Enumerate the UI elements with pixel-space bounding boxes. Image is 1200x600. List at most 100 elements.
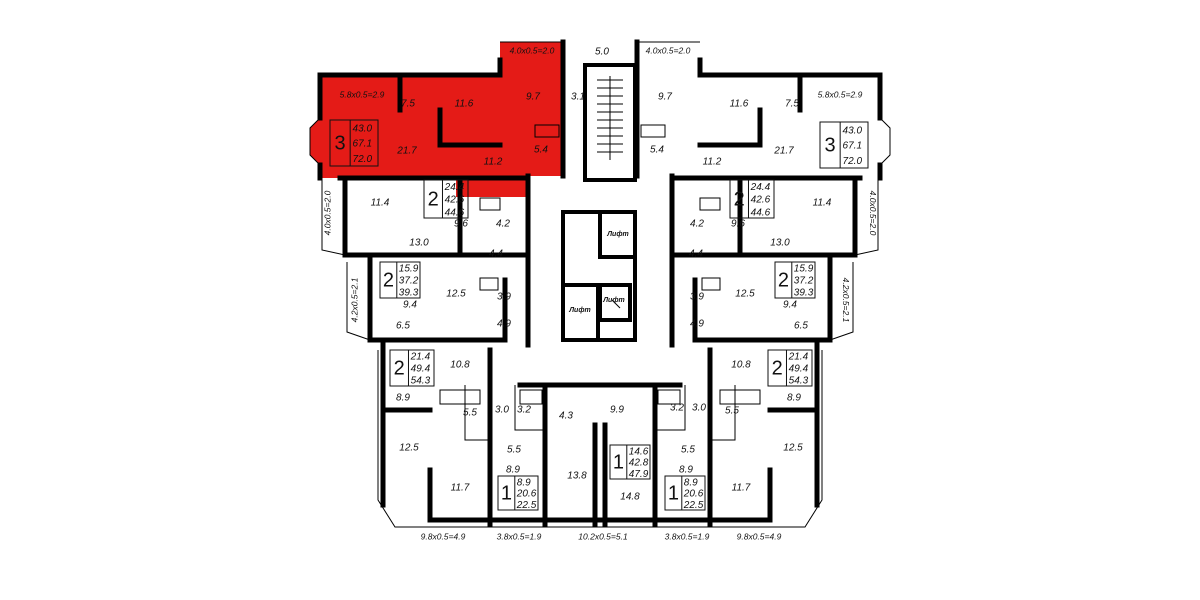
room-area-label: 12.5 [446,289,466,300]
apartment-cards: 343.067.172.0343.067.172.0224.442.644.62… [329,119,869,511]
room-area-label: 3.9 [690,292,704,303]
room-area-label: 8.9 [787,393,801,404]
area-full: 22.5 [516,500,537,511]
room-area-label: 4.2x0.5=2.1 [841,278,851,323]
area-full: 44.6 [445,207,465,218]
room-area-label: 4.9 [497,319,511,330]
room-count: 1 [613,451,624,473]
area-living: 15.9 [399,264,419,275]
area-living: 21.4 [410,352,431,363]
lift-label: Лифт [602,297,625,304]
room-count: 2 [394,357,405,379]
room-area-label: 9.8x0.5=4.9 [421,531,466,541]
room-count: 3 [335,132,346,154]
room-area-label: 5.4 [534,145,548,156]
area-total: 49.4 [411,364,431,375]
room-area-label: 3.1 [571,92,585,103]
area-living: 15.9 [794,264,814,275]
room-area-label: 4.2x0.5=2.1 [349,277,359,322]
apartment-card[interactable]: 2 21.449.454.3 [767,349,813,387]
room-area-label: 3.9 [497,292,511,303]
room-area-label: 4.4 [489,249,503,260]
room-area-label: 3.2 [670,403,684,414]
room-area-label: 4.4 [689,249,703,260]
room-count: 3 [825,134,836,156]
room-area-label: 4.2 [690,219,704,230]
room-area-label: 14.8 [620,492,640,503]
room-area-label: 10.8 [450,360,470,371]
area-total: 20.6 [683,489,704,500]
apartment-card[interactable]: 2 21.449.454.3 [389,349,435,387]
highlighted-apartment[interactable] [310,42,563,197]
area-full: 72.0 [353,154,373,165]
apartment-card[interactable]: 215.937.239.3 [774,261,816,299]
room-count: 1 [501,482,512,504]
room-area-label: 4.2 [496,219,510,230]
room-area-label: 4.0x0.5=2.0 [646,45,691,55]
area-living: 43.0 [843,125,863,136]
room-count: 1 [668,482,679,504]
area-full: 54.3 [411,376,431,387]
room-area-label: 10.2x0.5=5.1 [578,531,628,541]
room-count: 2 [383,269,394,291]
room-count: 2 [428,188,439,210]
apartment-card[interactable]: 343.067.172.0 [819,121,869,169]
area-total: 49.4 [789,364,809,375]
room-area-label: 9.4 [403,300,417,311]
room-area-label: 5.5 [507,445,521,456]
stair-core [561,63,637,342]
room-area-label: 5.5 [681,445,695,456]
area-total: 42.8 [629,458,649,469]
room-area-label: 9.8x0.5=4.9 [737,531,782,541]
room-area-label: 11.6 [730,99,749,110]
room-area-label: 8.9 [396,393,410,404]
area-living: 21.4 [788,352,809,363]
room-area-label: 5.8x0.5=2.9 [340,89,385,99]
room-area-label: 3.2 [517,405,531,416]
area-full: 54.3 [789,376,809,387]
area-total: 20.6 [516,489,537,500]
room-area-label: 9.6 [731,219,745,230]
area-total: 42.6 [751,195,771,206]
room-area-label: 11.7 [732,483,751,494]
room-area-label: 13.0 [409,238,429,249]
room-area-label: 11.2 [703,157,722,168]
room-count: 2 [772,357,783,379]
room-area-label: 11.4 [813,198,832,209]
room-area-label: 5.8x0.5=2.9 [818,89,863,99]
room-area-label: 5.0 [595,47,609,58]
building-walls-left [309,39,603,528]
room-area-label: 11.2 [484,157,503,168]
room-area-label: 8.9 [506,465,520,476]
room-area-label: 9.4 [783,300,797,311]
room-area-label: 8.9 [679,465,693,476]
apartment-card[interactable]: 224.442.644.6 [423,179,469,219]
room-area-label: 3.0 [692,403,706,414]
room-area-label: 12.5 [735,289,755,300]
room-area-label: 5.5 [725,406,739,417]
room-area-label: 12.5 [783,443,803,454]
room-area-label: 13.0 [770,238,790,249]
area-total: 37.2 [794,276,814,287]
room-area-label: 4.0x0.5=2.0 [510,45,555,55]
room-area-label: 10.8 [731,360,751,371]
room-area-label: 4.9 [690,319,704,330]
room-area-label: 3.0 [495,405,509,416]
apartment-card[interactable]: 343.067.172.0 [329,119,379,167]
area-full: 39.3 [399,288,419,299]
apartment-card[interactable]: 215.937.239.3 [379,261,421,299]
room-area-label: 7.5 [401,99,415,110]
room-area-label: 11.4 [371,198,390,209]
room-area-label: 11.6 [455,99,474,110]
apartment-card[interactable]: 224.442.644.6 [729,179,775,219]
room-area-label: 13.8 [567,471,587,482]
room-area-label: 6.5 [794,321,808,332]
room-area-label: 21.7 [396,146,417,157]
room-area-label: 4.0x0.5=2.0 [322,190,332,235]
lift-label: Лифт [606,231,629,238]
